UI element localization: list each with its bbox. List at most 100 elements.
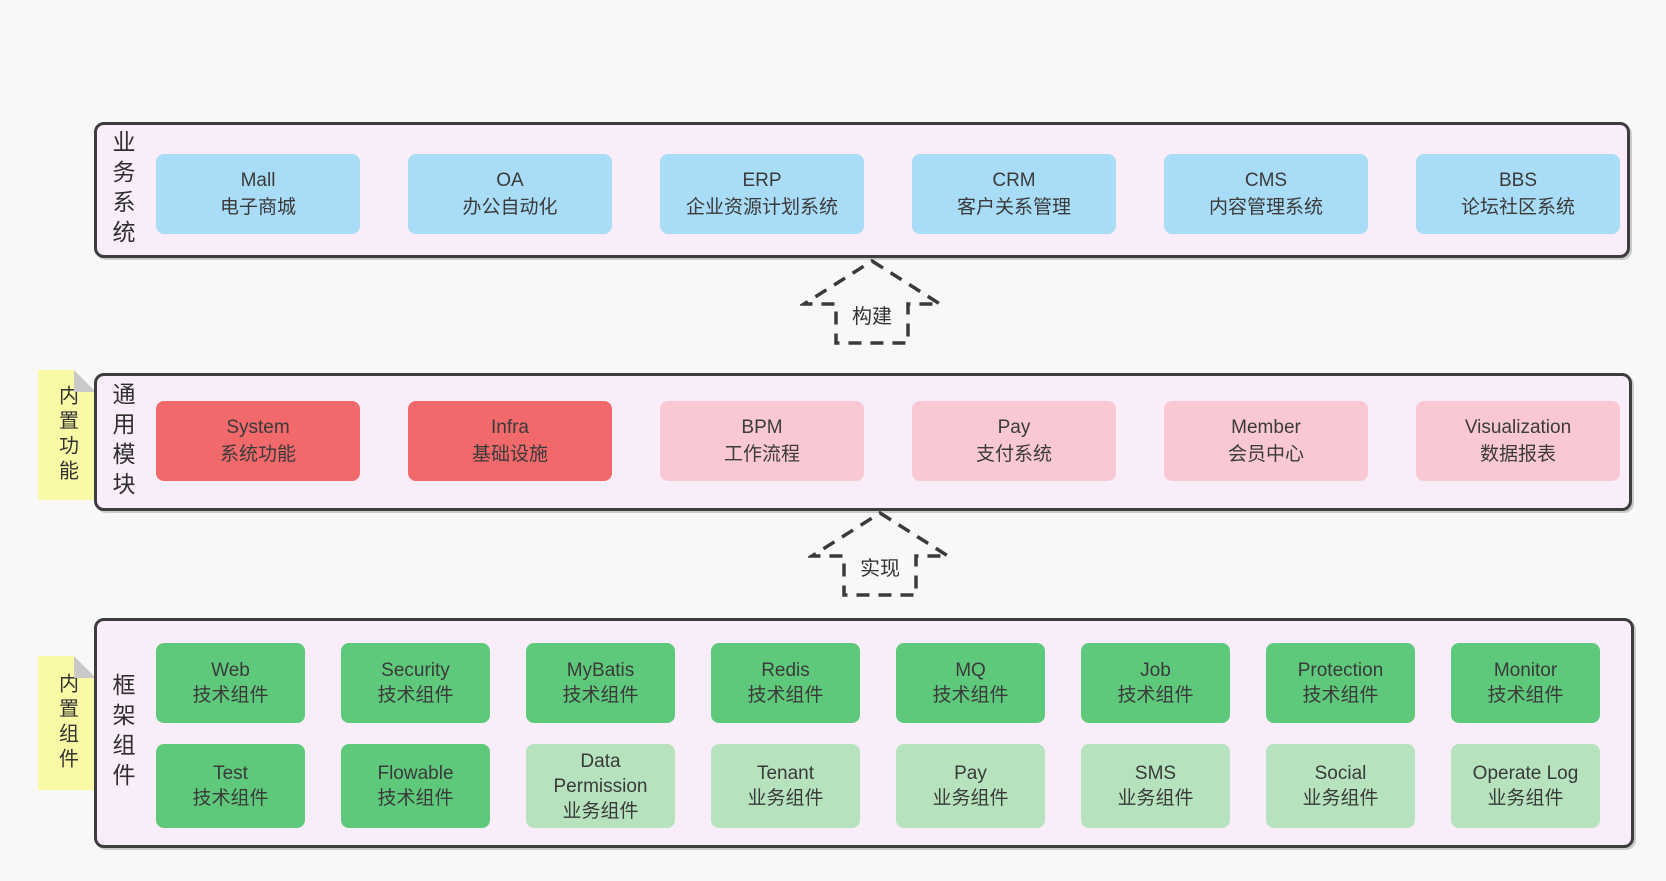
box-name: Member	[1231, 417, 1301, 438]
box-name: Data Permission	[553, 750, 648, 797]
box-data-permission: Data Permission 业务组件	[526, 744, 675, 828]
box-web: Web 技术组件	[156, 643, 305, 723]
box-oa: OA 办公自动化	[408, 154, 612, 234]
box-name: BBS	[1498, 170, 1538, 191]
box-pay: Pay 支付系统	[912, 401, 1116, 481]
box-name: CMS	[1244, 170, 1288, 191]
box-desc: 技术组件	[192, 685, 269, 706]
box-mq: MQ 技术组件	[896, 643, 1045, 723]
box-name: Tenant	[756, 763, 815, 784]
box-erp: ERP 企业资源计划系统	[660, 154, 864, 234]
box-desc: 技术组件	[1487, 685, 1564, 706]
box-name: Operate Log	[1472, 763, 1579, 784]
box-flowable: Flowable 技术组件	[341, 744, 490, 828]
arrow-label: 构建	[847, 300, 897, 329]
box-desc: 论坛社区系统	[1460, 197, 1575, 218]
box-mall: Mall 电子商城	[156, 154, 360, 234]
box-name: MQ	[955, 660, 986, 681]
box-infra: Infra 基础设施	[408, 401, 612, 481]
box-tenant: Tenant 业务组件	[711, 744, 860, 828]
arrow-up-icon	[800, 258, 944, 345]
box-job: Job 技术组件	[1081, 643, 1230, 723]
arrow-label: 实现	[855, 552, 905, 581]
box-name: BPM	[741, 417, 783, 438]
box-name: Redis	[761, 660, 810, 681]
arrow-up-icon	[808, 510, 952, 597]
box-name: Job	[1140, 660, 1171, 681]
box-desc: 技术组件	[377, 685, 454, 706]
box-name: Monitor	[1493, 660, 1558, 681]
box-name: OA	[496, 170, 524, 191]
folded-corner	[74, 656, 96, 678]
box-name: Pay	[997, 417, 1031, 438]
box-desc: 电子商城	[219, 197, 296, 218]
folded-corner	[74, 370, 96, 392]
box-security: Security 技术组件	[341, 643, 490, 723]
box-name: Security	[381, 660, 450, 681]
box-desc: 业务组件	[562, 800, 639, 822]
box-desc: 会员中心	[1227, 444, 1304, 465]
box-test: Test 技术组件	[156, 744, 305, 828]
box-desc: 业务组件	[1487, 788, 1564, 809]
box-protection: Protection 技术组件	[1266, 643, 1415, 723]
box-desc: 基础设施	[471, 444, 548, 465]
box-operate-log: Operate Log 业务组件	[1451, 744, 1600, 828]
box-bbs: BBS 论坛社区系统	[1416, 154, 1620, 234]
box-name: Mall	[240, 170, 276, 191]
box-desc: 业务组件	[932, 788, 1009, 809]
box-visualization: Visualization 数据报表	[1416, 401, 1620, 481]
box-desc: 企业资源计划系统	[685, 197, 838, 218]
framework-components-layer: 框架组件 Web 技术组件 Security 技术组件 MyBatis 技术组件…	[94, 618, 1634, 848]
box-desc: 技术组件	[1302, 685, 1379, 706]
box-name: Pay	[954, 763, 987, 784]
box-social: Social 业务组件	[1266, 744, 1415, 828]
box-monitor: Monitor 技术组件	[1451, 643, 1600, 723]
box-redis: Redis 技术组件	[711, 643, 860, 723]
box-cms: CMS 内容管理系统	[1164, 154, 1368, 234]
layer-label-common-modules: 通用模块	[109, 382, 135, 502]
common-modules-layer: 通用模块 System 系统功能 Infra 基础设施 BPM 工作流程 Pay…	[94, 373, 1632, 511]
box-name: ERP	[742, 170, 782, 191]
box-name: Infra	[490, 417, 530, 438]
build-arrow: 构建	[800, 258, 944, 346]
box-member: Member 会员中心	[1164, 401, 1368, 481]
box-name: Social	[1314, 763, 1367, 784]
layer-label-business-systems: 业务系统	[109, 130, 135, 250]
box-name: Protection	[1297, 660, 1384, 681]
box-desc: 技术组件	[192, 788, 269, 809]
tab-built-in-features: 内置功能	[38, 370, 96, 500]
box-desc: 技术组件	[747, 685, 824, 706]
box-name: System	[226, 417, 290, 438]
box-desc: 技术组件	[562, 685, 639, 706]
box-desc: 工作流程	[723, 444, 800, 465]
box-name: Test	[213, 763, 248, 784]
box-desc: 业务组件	[747, 788, 824, 809]
box-desc: 业务组件	[1302, 788, 1379, 809]
tab-label: 内置组件	[55, 673, 78, 773]
box-name: MyBatis	[566, 660, 635, 681]
box-desc: 系统功能	[219, 444, 296, 465]
business-systems-layer: 业务系统 Mall 电子商城 OA 办公自动化 ERP 企业资源计划系统 CRM…	[94, 122, 1630, 258]
box-pay-component: Pay 业务组件	[896, 744, 1045, 828]
box-bpm: BPM 工作流程	[660, 401, 864, 481]
box-system: System 系统功能	[156, 401, 360, 481]
box-desc: 技术组件	[932, 685, 1009, 706]
box-name: Visualization	[1464, 417, 1572, 438]
tab-built-in-components: 内置组件	[38, 656, 96, 790]
box-desc: 内容管理系统	[1208, 197, 1323, 218]
box-desc: 支付系统	[975, 444, 1052, 465]
layer-label-framework-components: 框架组件	[109, 673, 135, 793]
box-desc: 数据报表	[1479, 444, 1556, 465]
box-sms: SMS 业务组件	[1081, 744, 1230, 828]
implement-arrow: 实现	[808, 510, 952, 598]
box-crm: CRM 客户关系管理	[912, 154, 1116, 234]
box-mybatis: MyBatis 技术组件	[526, 643, 675, 723]
box-name: SMS	[1134, 763, 1177, 784]
box-desc: 技术组件	[1117, 685, 1194, 706]
box-name: Web	[211, 660, 250, 681]
box-desc: 业务组件	[1117, 788, 1194, 809]
box-desc: 办公自动化	[462, 197, 558, 218]
box-desc: 技术组件	[377, 788, 454, 809]
tab-label: 内置功能	[55, 385, 78, 485]
